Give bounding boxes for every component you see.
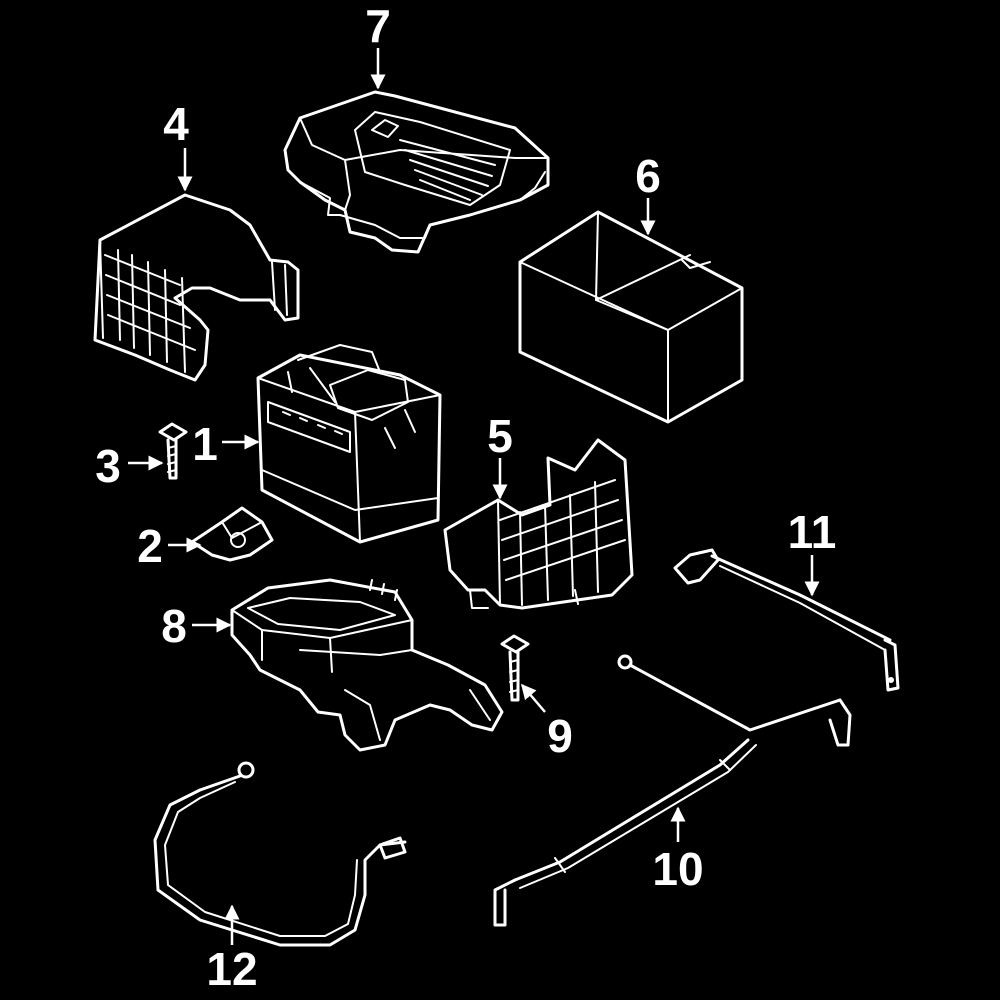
battery-part [256,344,442,544]
callout-1: 1 [192,418,218,470]
callout-3: 3 [95,440,121,492]
callout-7: 7 [365,0,391,52]
battery-cover-part [283,90,550,254]
callout-10: 10 [652,843,703,895]
callout-12: 12 [206,943,257,995]
front-heat-shield-part [443,438,634,610]
negative-cable-part [673,548,900,692]
battery-tray-part [230,578,504,752]
callout-6: 6 [635,150,661,202]
callout-8: 8 [161,600,187,652]
callout-5: 5 [487,410,513,462]
clamp-bolt-part [158,422,188,480]
side-heat-shield-part [93,193,300,382]
hold-down-clamp-part [190,506,274,562]
tray-bolt-part [500,634,530,702]
callout-11: 11 [788,506,837,558]
callout-9: 9 [547,710,573,762]
ground-cable-part [153,761,407,947]
callout-labels: 7 4 6 1 3 5 2 8 9 11 10 12 [95,0,836,995]
leader-9 [521,683,546,713]
callout-4: 4 [163,98,189,150]
battery-box-liner-part [518,210,744,424]
positive-cable-part [493,654,852,927]
leader-lines [128,48,820,945]
callout-2: 2 [137,520,163,572]
